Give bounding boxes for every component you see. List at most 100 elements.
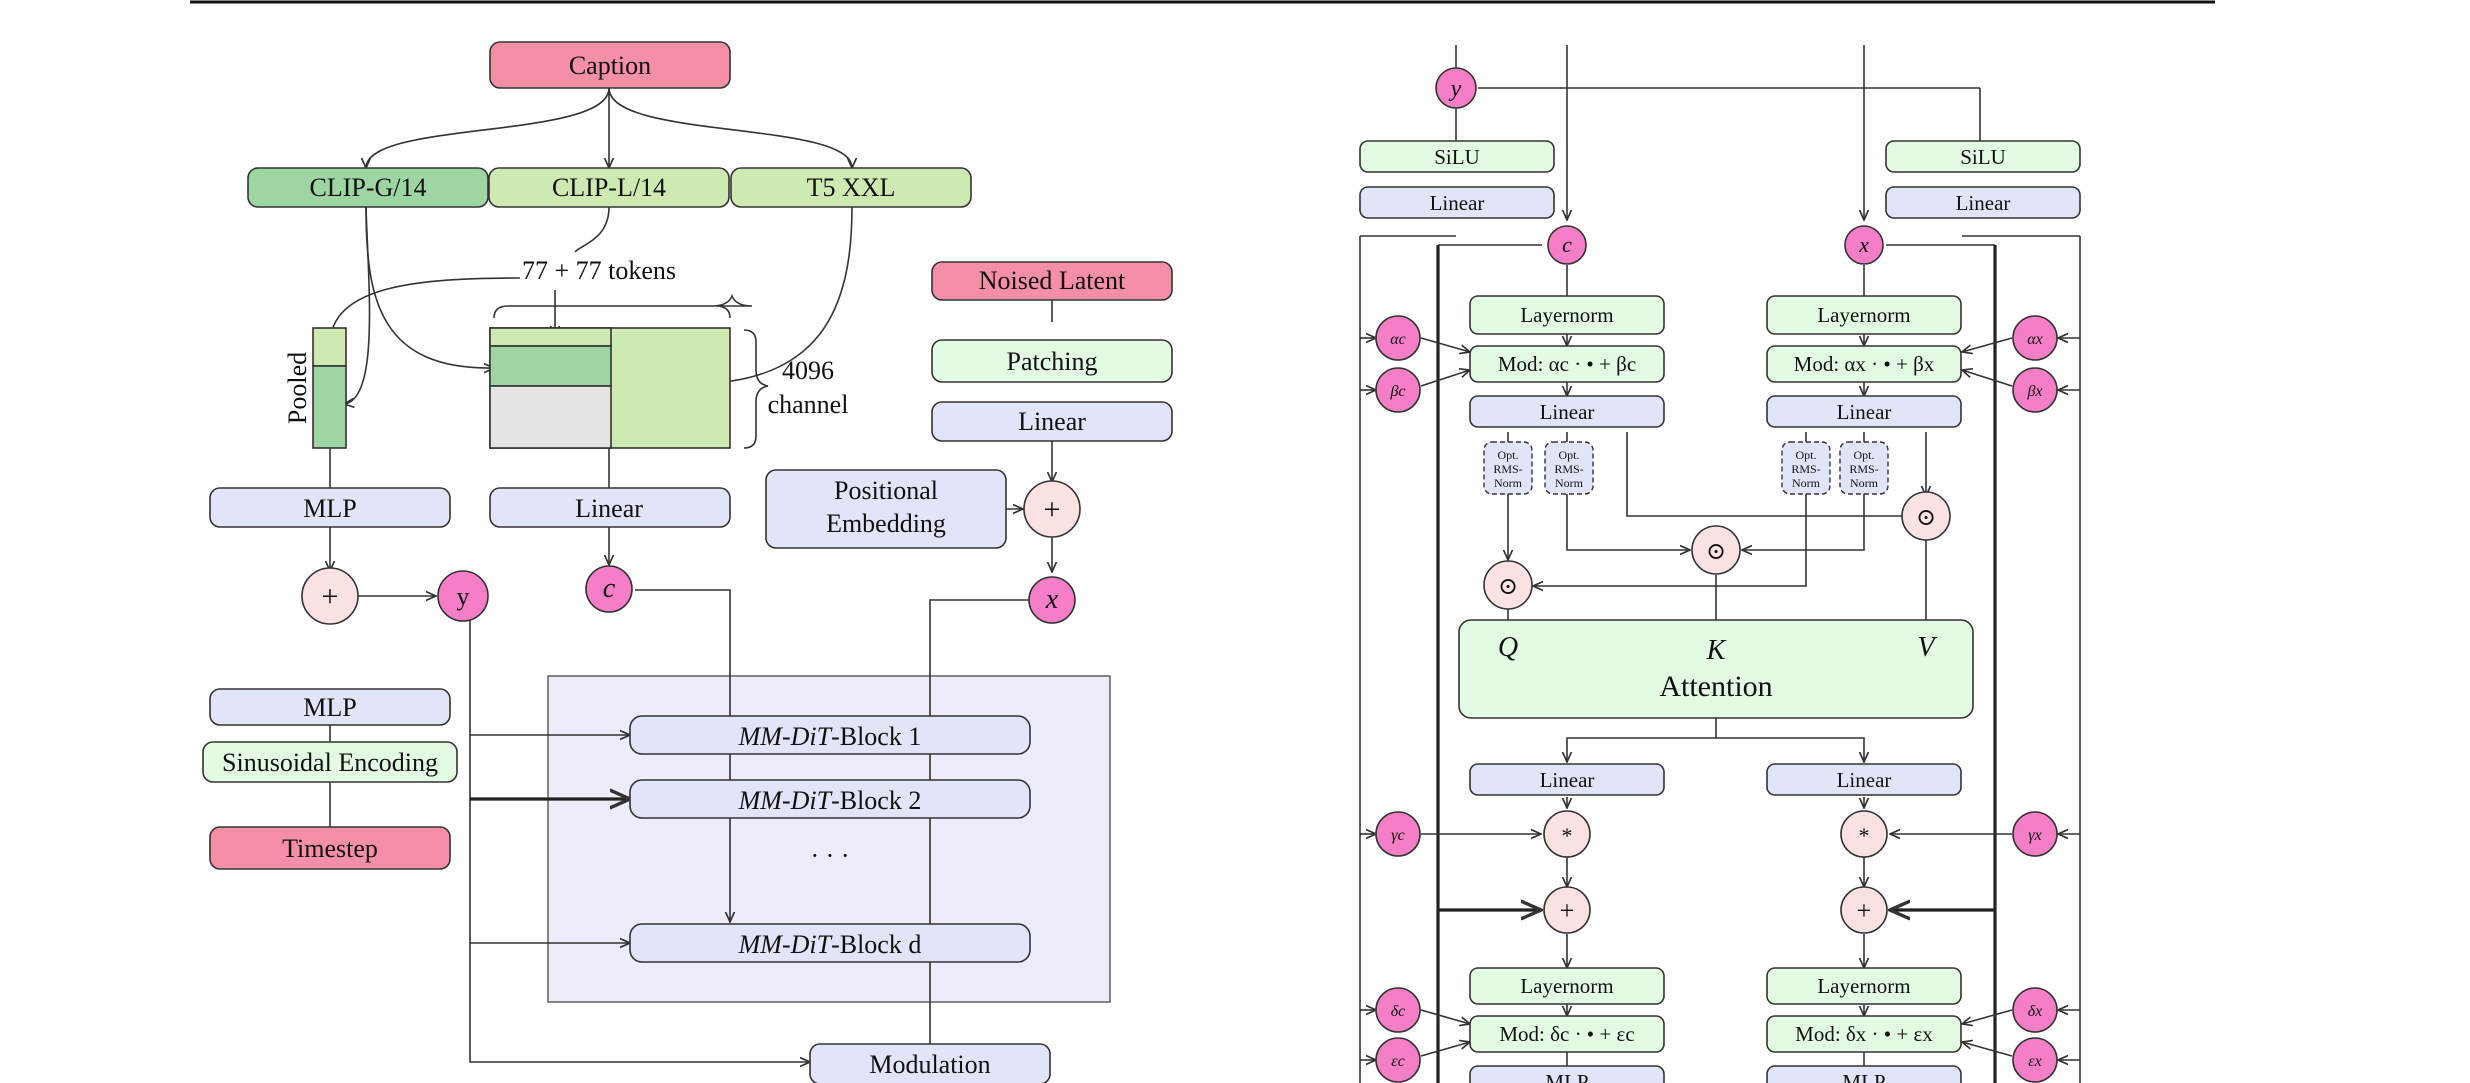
opt-label-4c: Norm [1850, 476, 1879, 490]
linear-mid-label: Linear [575, 494, 643, 523]
opt-label-1b: RMS- [1493, 462, 1522, 476]
patching-box [931, 339, 1173, 383]
clip-l-label: CLIP-L/14 [552, 173, 666, 202]
odot-k-node [1691, 525, 1741, 575]
epsilon-c-label: εc [1391, 1053, 1404, 1070]
silu-right-label: SiLU [1960, 145, 2006, 169]
opt-label-2b: RMS- [1554, 462, 1583, 476]
linear-tr-label: Linear [1956, 191, 2011, 215]
layernorm2-x-label: Layernorm [1817, 974, 1910, 998]
pooled-clip-l-segment [312, 327, 347, 367]
patching-label: Patching [1007, 347, 1098, 376]
opt-rmsnorm-q-c [1483, 441, 1533, 495]
opt-label-2a: Opt. [1559, 448, 1580, 462]
beta-x-node [2012, 367, 2058, 413]
odot-v-label: ⊙ [1916, 505, 1936, 531]
layernorm2-c-label: Layernorm [1520, 974, 1613, 998]
channel-word: channel [768, 390, 849, 419]
positional-label-line2: Embedding [826, 509, 946, 538]
block-d-label: MM-DiT-Block d [738, 930, 922, 959]
delta-x-label: δx [2028, 1003, 2043, 1020]
q-label: Q [1498, 632, 1518, 663]
beta-x-label: βx [2026, 383, 2042, 400]
beta-c-node [1375, 367, 1421, 413]
right-c-label: c [1562, 232, 1572, 257]
pooled-label: Pooled [283, 352, 312, 424]
mlp-bottom-label: MLP [303, 693, 356, 722]
attention-box [1458, 619, 1974, 719]
mlp-top-box [209, 487, 451, 528]
epsilon-x-node [2012, 1037, 2058, 1083]
timestep-box [209, 826, 451, 870]
linear-mid-box [489, 487, 731, 528]
alpha-x-label: αx [2027, 331, 2043, 348]
mlp-x-label: MLP [1842, 1070, 1885, 1083]
opt-label-1c: Norm [1494, 476, 1523, 490]
linear-x-box [1766, 395, 1962, 428]
mod-x-box [1766, 345, 1962, 383]
sinusoidal-label: Sinusoidal Encoding [222, 748, 438, 777]
clip-g-box [247, 167, 489, 208]
timestep-label: Timestep [282, 834, 378, 863]
mod-c-box [1469, 345, 1665, 383]
right-diagram: y SiLU SiLU Linear Linear c x Layernorm … [1359, 45, 2081, 1083]
right-y-node [1435, 67, 1477, 109]
linear-out-x-label: Linear [1837, 768, 1892, 792]
opt-label-3c: Norm [1792, 476, 1821, 490]
positional-embedding-box [765, 469, 1007, 549]
star-x-label: * [1859, 823, 1870, 848]
mod-c-label: Mod: αc · • + βc [1498, 352, 1636, 376]
positional-label-line1: Positional [834, 476, 938, 505]
k-label: K [1706, 635, 1727, 666]
mlp-x-box [1766, 1065, 1962, 1083]
noised-latent-label: Noised Latent [979, 266, 1126, 295]
plus-left-label: + [322, 580, 339, 613]
silu-right-box [1885, 140, 2081, 173]
y-label: y [457, 582, 470, 611]
delta-c-node [1375, 987, 1421, 1033]
linear-out-x-box [1766, 763, 1962, 796]
epsilon-x-label: εx [2028, 1053, 2041, 1070]
star-x-node [1840, 810, 1888, 858]
plus-node-left [301, 567, 359, 625]
tensor-padding-block [489, 385, 612, 449]
epsilon-c-node [1375, 1037, 1421, 1083]
block-2-label: MM-DiT-Block 2 [738, 786, 922, 815]
linear-c-label: Linear [1540, 400, 1595, 424]
caption-box [489, 41, 731, 89]
delta-c-label: δc [1391, 1003, 1406, 1020]
sinusoidal-box [202, 741, 458, 783]
plus-x-node [1840, 886, 1888, 934]
left-diagram: Caption CLIP-G/14 CLIP-L/14 T5 XXL 77 + … [202, 41, 1173, 1083]
layernorm-c-box [1469, 295, 1665, 335]
linear-tl-box [1359, 186, 1555, 219]
opt-label-3a: Opt. [1796, 448, 1817, 462]
linear-x-label: Linear [1837, 400, 1892, 424]
alpha-c-node [1375, 315, 1421, 361]
alpha-c-label: αc [1390, 331, 1406, 348]
layernorm-x-box [1766, 295, 1962, 335]
clip-g-label: CLIP-G/14 [310, 173, 427, 202]
v-label: V [1917, 632, 1937, 663]
opt-label-4a: Opt. [1854, 448, 1875, 462]
c-node [585, 565, 633, 613]
layernorm-x-label: Layernorm [1817, 303, 1910, 327]
mod2-c-label: Mod: δc · • + εc [1499, 1022, 1634, 1046]
star-c-label: * [1562, 823, 1573, 848]
noised-latent-box [931, 261, 1173, 301]
odot-q-label: ⊙ [1498, 574, 1518, 600]
t5-label: T5 XXL [807, 173, 896, 202]
mod2-c-box [1469, 1015, 1665, 1053]
mmdit-block-1 [629, 715, 1031, 755]
silu-left-label: SiLU [1434, 145, 1480, 169]
odot-v-node [1901, 491, 1951, 541]
mmdit-block-2 [629, 779, 1031, 819]
gamma-c-node [1375, 811, 1421, 857]
mlp-top-label: MLP [303, 494, 356, 523]
delta-x-node [2012, 987, 2058, 1033]
odot-k-label: ⊙ [1706, 539, 1726, 565]
x-node [1028, 576, 1076, 624]
modulation-label: Modulation [869, 1050, 990, 1079]
right-x-node [1844, 225, 1884, 265]
